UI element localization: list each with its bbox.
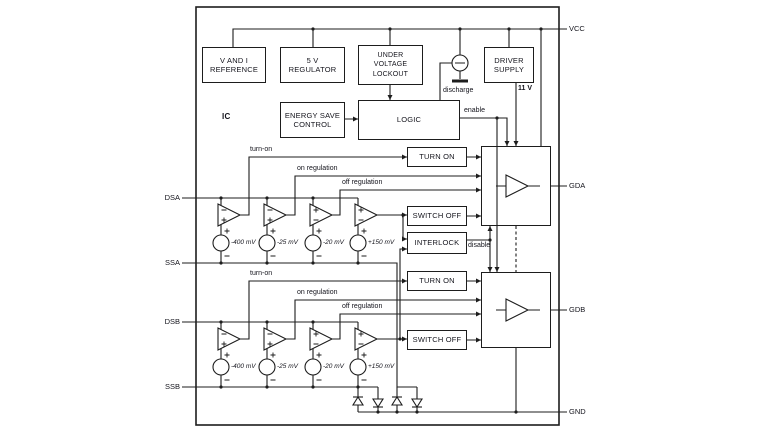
block-label-line: LOGIC [396, 115, 422, 125]
block-label-line: TURN ON [419, 276, 455, 286]
pin-vcc: VCC [569, 24, 585, 33]
pin-ssa: SSA [164, 258, 180, 267]
block-label-line: ENERGY SAVE [284, 110, 341, 120]
comparator-stems-b [220, 322, 359, 387]
signal-turn-on-a: turn-on [250, 146, 273, 153]
threshold-a-25mv: -25 mV [277, 239, 298, 246]
block-label-line: UNDER [377, 52, 404, 60]
block-v-and-i-reference: V AND I REFERENCE [202, 47, 266, 83]
block-label-line: 5 V [306, 55, 319, 65]
block-label-line: REGULATOR [288, 65, 337, 74]
block-label-line: CONTROL [293, 120, 332, 129]
block-under-voltage-lockout: UNDER VOLTAGE LOCKOUT [358, 45, 423, 85]
block-logic: LOGIC [358, 100, 460, 140]
signal-off-regulation-b: off regulation [342, 303, 383, 310]
block-label-line: DRIVER [494, 55, 524, 65]
block-gate-driver-b [481, 272, 551, 348]
signal-disable: disable [468, 242, 491, 249]
comparator-stems-a [220, 198, 359, 263]
threshold-b-400mv: -400 mV [231, 363, 256, 370]
signal-off-regulation-a: off regulation [342, 179, 383, 186]
block-label-line: TURN ON [419, 152, 455, 162]
block-label-line: INTERLOCK [414, 238, 460, 248]
pin-dsb: DSB [164, 317, 180, 326]
threshold-a-400mv: -400 mV [231, 239, 256, 246]
block-switch-off-a: SWITCH OFF [407, 206, 467, 226]
block-label-line: SUPPLY [493, 65, 525, 74]
signal-routing-b [240, 248, 481, 341]
block-label-line: SWITCH OFF [412, 335, 462, 345]
threshold-b-20mv: -20 mV [323, 363, 344, 370]
block-label-line: REFERENCE [209, 65, 259, 74]
block-energy-save-control: ENERGY SAVE CONTROL [280, 102, 345, 138]
plus-marks [221, 207, 367, 358]
signal-discharge: discharge [443, 87, 474, 94]
threshold-b-25mv: -25 mV [277, 363, 298, 370]
block-gate-driver-a [481, 146, 551, 226]
signal-turn-on-b: turn-on [250, 270, 273, 277]
pin-dsa: DSA [164, 193, 180, 202]
threshold-a-150mv: +150 mV [368, 239, 395, 246]
block-label-line: V AND I [219, 55, 249, 65]
block-turn-on-a: TURN ON [407, 147, 467, 167]
signal-11v: 11 V [518, 85, 533, 92]
signal-on-regulation-b: on regulation [297, 289, 338, 296]
pin-gdb: GDB [569, 305, 586, 314]
ic-label: IC [222, 112, 231, 121]
block-switch-off-b: SWITCH OFF [407, 330, 467, 350]
signal-on-regulation-a: on regulation [297, 165, 338, 172]
signal-enable: enable [464, 107, 486, 114]
block-label-line: LOCKOUT [372, 70, 409, 78]
block-5v-regulator: 5 V REGULATOR [280, 47, 345, 83]
threshold-a-20mv: -20 mV [323, 239, 344, 246]
pin-gda: GDA [569, 181, 586, 190]
block-label-line: SWITCH OFF [412, 211, 462, 221]
pin-gnd: GND [569, 407, 586, 416]
block-label-line: VOLTAGE [373, 61, 408, 69]
comparator-symbols [217, 203, 379, 351]
block-driver-supply: DRIVER SUPPLY [484, 47, 534, 83]
block-turn-on-b: TURN ON [407, 271, 467, 291]
clamp-diode-symbols [352, 387, 423, 412]
threshold-b-150mv: +150 mV [368, 363, 395, 370]
pin-ssb: SSB [164, 382, 180, 391]
block-interlock: INTERLOCK [407, 232, 467, 254]
minus-marks [221, 209, 367, 381]
